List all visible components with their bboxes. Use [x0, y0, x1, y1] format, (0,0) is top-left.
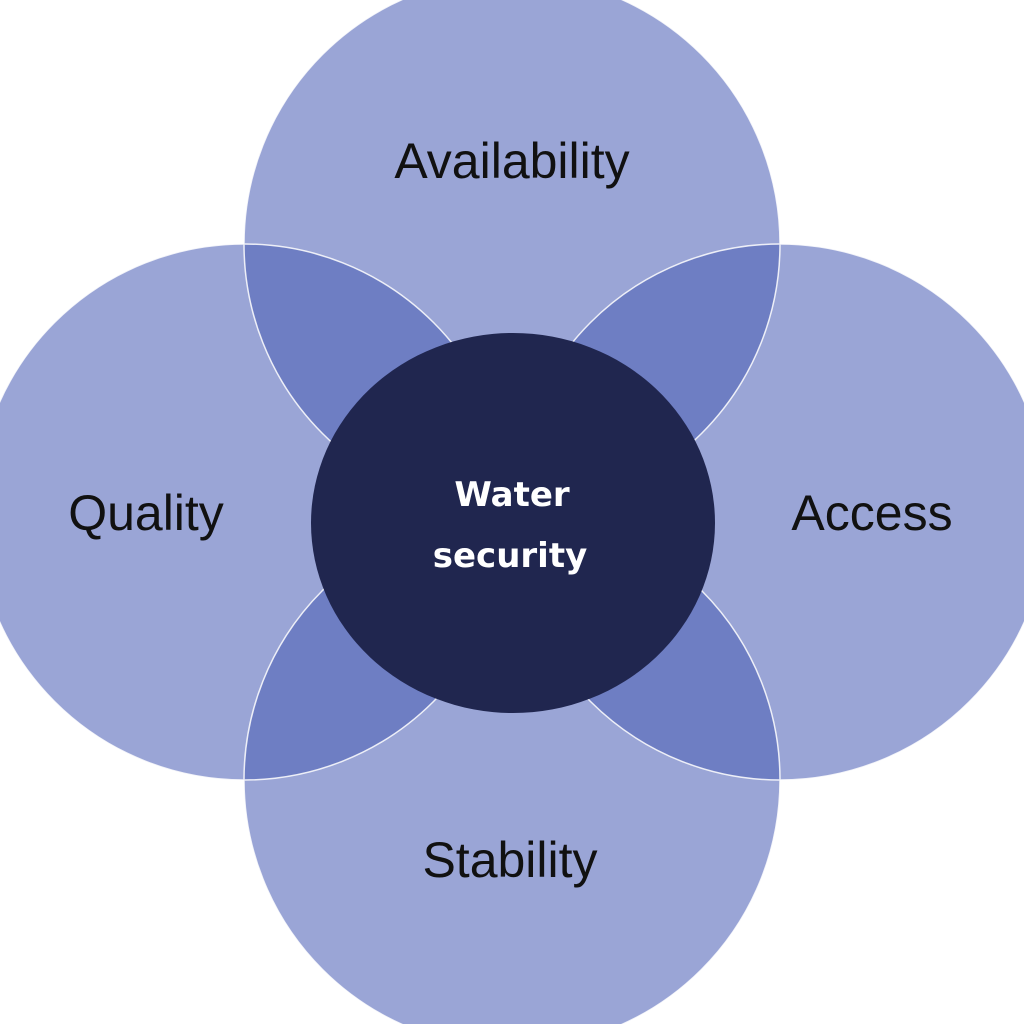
label-access: Access: [791, 485, 952, 541]
center-circle: [311, 333, 715, 713]
label-quality: Quality: [68, 485, 224, 541]
overlap-top-right: [512, 244, 780, 512]
label-availability: Availability: [394, 133, 629, 189]
label-stability: Stability: [422, 832, 597, 888]
center-label-line1: Water: [454, 475, 570, 515]
center-label-line2: security: [433, 536, 588, 576]
overlap-top-left: [244, 244, 512, 512]
